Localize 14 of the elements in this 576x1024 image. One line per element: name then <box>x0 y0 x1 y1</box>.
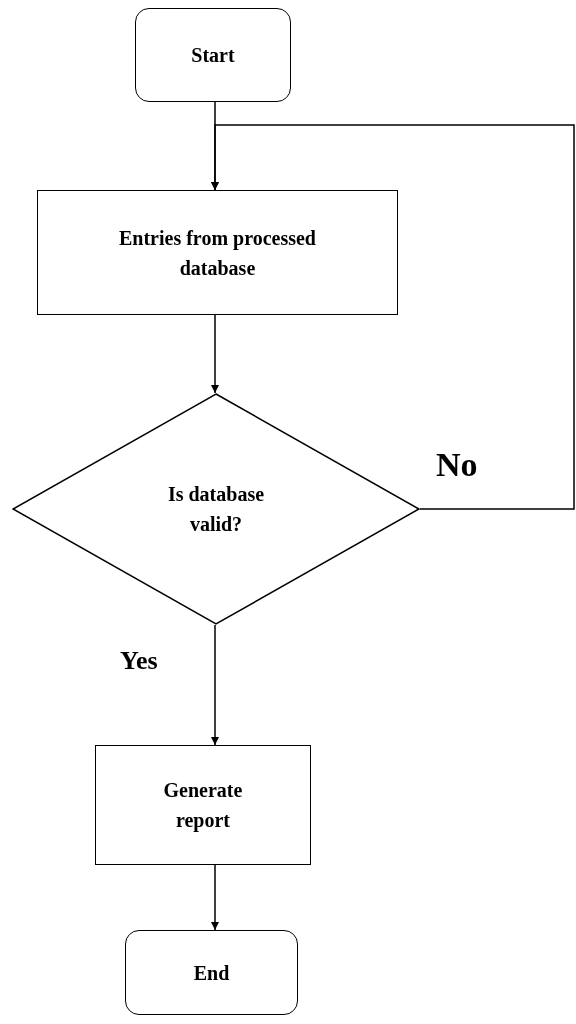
node-label: Generate report <box>162 778 244 834</box>
arrow <box>211 864 219 931</box>
terminator-box <box>135 8 291 102</box>
arrow <box>211 124 575 510</box>
arrow <box>211 314 219 394</box>
decision-diamond <box>12 393 420 625</box>
node-label: Entries from processed database <box>118 225 317 281</box>
arrow <box>211 624 219 746</box>
process-box <box>95 745 311 865</box>
node-label: Is database valid? <box>166 482 266 537</box>
node-label: End <box>193 960 230 986</box>
terminator-box <box>125 930 298 1015</box>
process-box <box>37 190 398 315</box>
node-label: Start <box>191 43 235 68</box>
